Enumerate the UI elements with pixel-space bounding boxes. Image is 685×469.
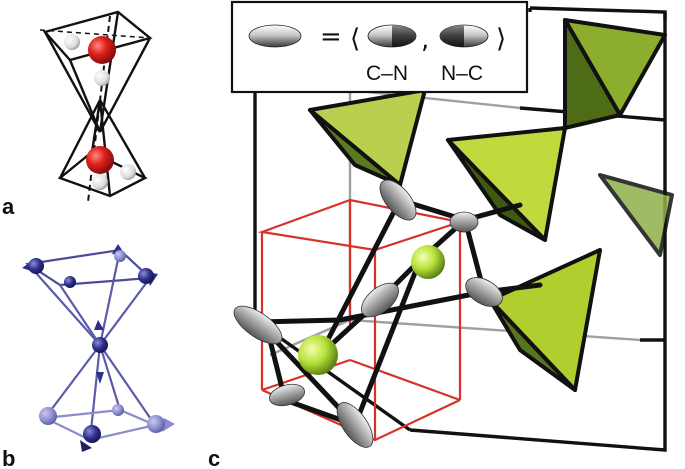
spin-atom (147, 415, 165, 433)
tetrahedron (598, 173, 674, 257)
legend-label-c-n: C–N (366, 62, 408, 85)
panel-b: b (2, 244, 175, 469)
oxygen-atom (86, 146, 114, 174)
hydrogen-atom (92, 174, 108, 190)
hydrogen-atom (94, 70, 110, 86)
panel-label-c: c (208, 446, 220, 469)
legend-label-n-c: N–C (441, 62, 483, 85)
tetrahedron (563, 18, 622, 130)
panel-label-a: a (2, 194, 15, 219)
metal-atom (411, 245, 445, 279)
spin-atom (83, 425, 101, 443)
spin-atom (114, 250, 126, 262)
lower-tetrahedron (57, 99, 148, 198)
c-n-ellipsoid-icon (367, 24, 417, 48)
spin-atom (138, 268, 154, 284)
cyanide-ellipsoid (361, 282, 399, 318)
legend-open-bracket: ⟨ (350, 24, 360, 54)
panel-a: a (2, 10, 153, 219)
hydrogen-atom (120, 164, 136, 180)
panel-c: = ⟨ , ⟩ C–N N–C c (208, 0, 674, 469)
spin-atom (92, 337, 108, 353)
tetrahedron (488, 298, 577, 392)
cyanide-ellipsoid (379, 179, 417, 221)
spin-atoms (28, 250, 165, 443)
tetrahedron (308, 108, 402, 187)
cyanide-symbol-icon (248, 24, 302, 48)
water-molecule-top (64, 34, 116, 86)
cyanide-ellipsoid (269, 383, 305, 407)
n-c-ellipsoid-icon (439, 24, 489, 48)
panel-label-b: b (2, 446, 15, 469)
tetrahedron (446, 138, 547, 242)
cyanide-ellipsoid (233, 305, 283, 345)
spin-atom (39, 407, 57, 425)
tetrahedra (308, 18, 674, 392)
hydrogen-atom (64, 34, 80, 50)
legend: = ⟨ , ⟩ C–N N–C (230, 0, 529, 94)
legend-equals: = (320, 22, 342, 52)
legend-close-bracket: ⟩ (496, 24, 506, 54)
dashed-edge (39, 29, 151, 39)
spin-atom (112, 404, 124, 416)
water-molecule-bottom (86, 146, 136, 190)
cyanide-ellipsoids (233, 179, 503, 448)
spin-frame (24, 248, 159, 442)
cyanide-ellipsoid (449, 211, 479, 233)
spin-atom (64, 276, 76, 288)
cyanide-ellipsoid (336, 402, 374, 448)
oxygen-atom (88, 36, 116, 64)
metal-atom (298, 335, 338, 375)
spin-atom (28, 258, 44, 274)
legend-comma: , (421, 25, 429, 55)
cyanide-ellipsoid (465, 277, 503, 307)
